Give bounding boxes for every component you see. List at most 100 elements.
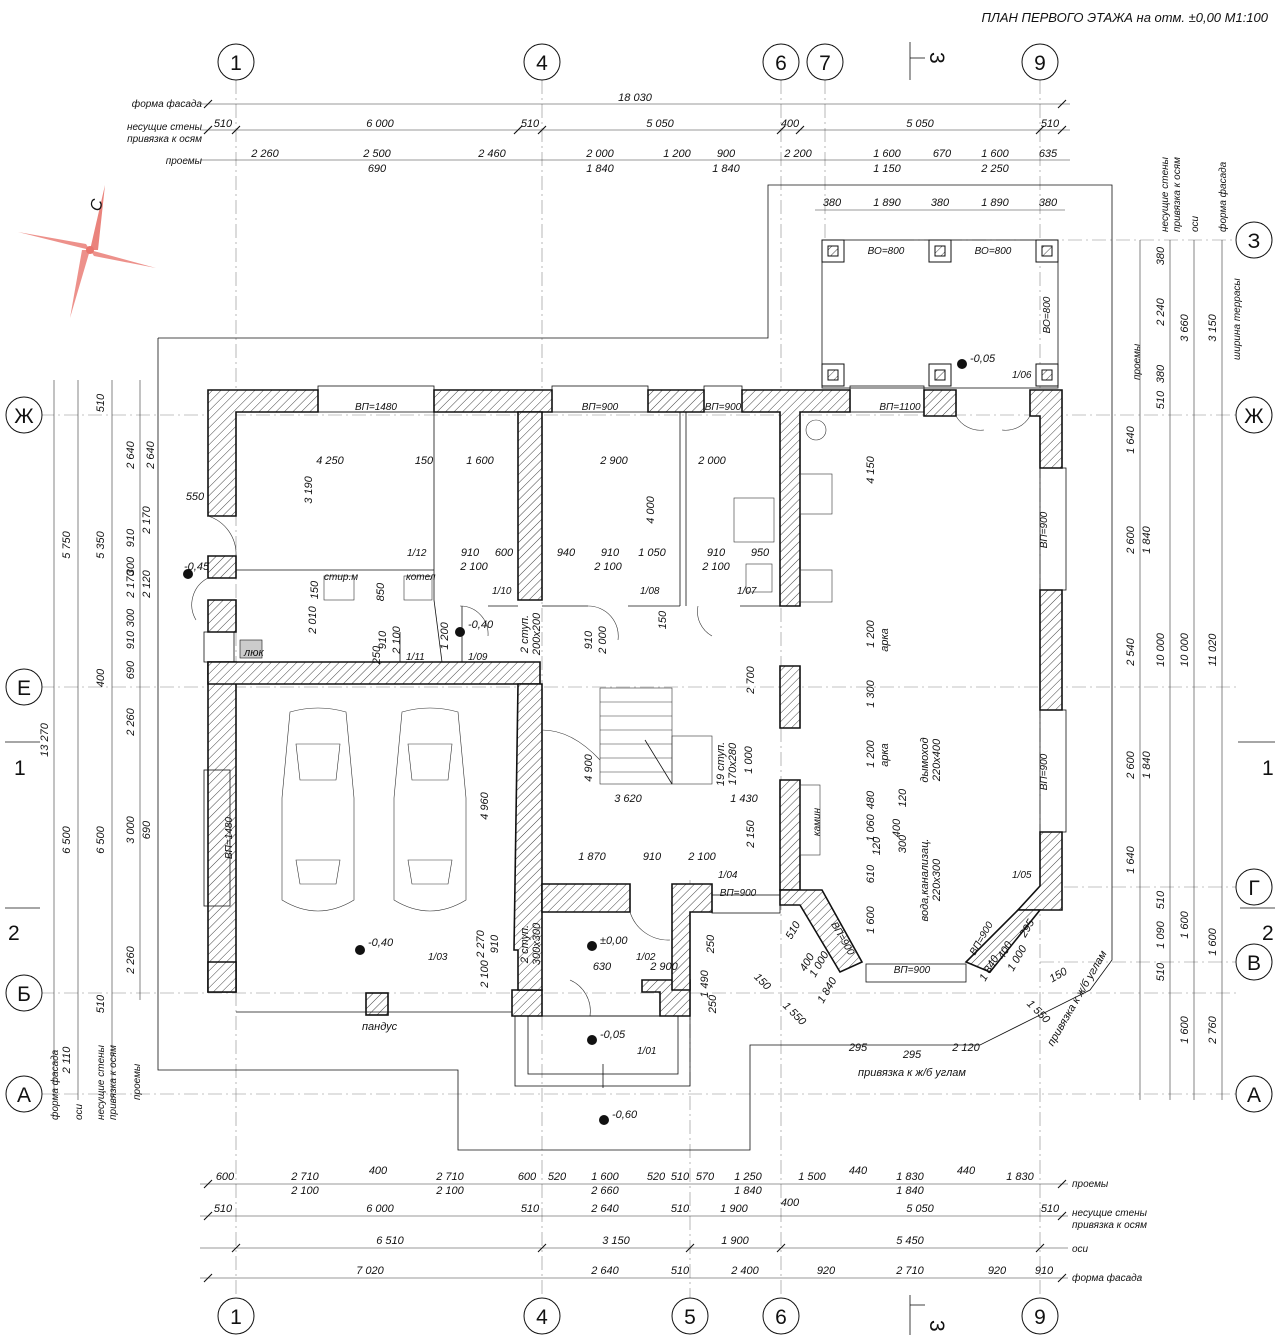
interior-dim-56: 1 490 [699,969,711,997]
interior-dim-8: 910 [461,547,480,559]
opening-vo-3: ВО=800 [1042,296,1053,333]
axis-bottom-9: 9 [1034,1306,1046,1329]
doors [191,415,1031,1017]
left-dimension-lines [53,380,141,1100]
terrace-dim-3: 1 890 [981,197,1009,209]
opening-vp-900-b: ВП=900 [705,402,742,413]
top-opening-dim-6: 1 200 [663,148,691,160]
interior-walls [207,411,1042,1016]
row-label-facade-top: форма фасада [132,98,203,110]
terrace [821,239,1059,389]
bottom-opening-dim-10: 520 [647,1171,666,1183]
top-axis-bubbles: 1 4 6 7 9 [217,43,1059,81]
interior-dim-46: 4 960 [479,791,491,819]
interior-dim-20: 2 010 [307,605,319,634]
interior-dim-9: 600 [495,547,514,559]
interior-dim-2: 1 600 [466,455,494,467]
row-label-walls-top: несущие стены [127,122,203,133]
top-opening-dim-9: 2 200 [783,148,812,160]
interior-dim-34: 1 060 [865,813,877,841]
porch [514,1015,691,1088]
right-opening-dim-0: 1 640 [1125,425,1137,453]
label-steps-a-size: 200х200 [531,612,543,656]
axis-top-6: 6 [775,52,787,75]
axis-left-e: Е [17,677,31,700]
interior-dim-38: 300 [897,834,909,853]
row-label-axes-left: оси [74,1103,85,1120]
interior-dim-1: 150 [415,455,434,467]
interior-dim-50: 2 270 [475,929,487,958]
interior-dim-37: 400 [891,818,903,837]
right-wall-dim-5: 1 600 [1179,910,1191,938]
top-wall-dim-4: 400 [781,118,800,130]
section-3-top: 3 [925,52,948,64]
bottom-facade-dim-3: 2 400 [730,1265,759,1277]
label-main-stair-size: 170х280 [727,742,739,785]
label-steps-b-size: 300х300 [531,922,543,965]
right-wall-dim-1: 2 240 [1155,297,1167,326]
main-stair [541,687,713,785]
bottom-opening-dim-7: 520 [548,1171,567,1183]
axis-right-z: З [1248,230,1261,253]
right-opening-dim-3: 2 540 [1125,637,1137,666]
bottom-opening-dim-1: 2 710 [290,1171,319,1183]
interior-dim-48: 910 [643,851,662,863]
left-axis-dim-10: 300 [125,556,137,575]
right-axis-dim-2: 1 600 [1207,927,1219,955]
interior-dim-47: 1 870 [578,851,606,863]
axis-right-v: В [1247,952,1261,975]
room-1-06: 1/06 [1012,370,1032,381]
interior-dim-58: 510 [784,919,804,942]
section-2-left: 2 [8,922,20,945]
interior-dim-57: 250 [707,994,719,1014]
bottom-opening-dim-5: 2 100 [435,1185,464,1197]
bottom-wall-dim-3: 2 640 [590,1203,619,1215]
row-label-openings-top: проемы [166,156,203,167]
right-opening-dim-7: 510 [1155,890,1167,909]
label-hatch: люк [243,647,264,659]
interior-dim-32: 1 200 [865,739,877,767]
label-pipes: вода,канализац. [919,838,931,921]
bottom-axis-dim-2: 1 900 [721,1235,749,1247]
top-opening-dim-7: 900 [717,148,736,160]
bottom-opening-dim-12: 570 [696,1171,715,1183]
top-wall-dim-1: 6 000 [366,118,394,130]
axis-bottom-4: 4 [536,1306,548,1329]
interior-dim-51: 910 [489,934,501,953]
level-terrace: -0,05 [970,353,996,365]
row-label-binding-right: привязка к осям [1172,157,1183,232]
interior-dim-29: 4 150 [865,455,877,483]
interior-dim-54: 2 900 [649,961,678,973]
room-1-05: 1/05 [1012,870,1032,881]
bottom-facade-dim-0: 7 020 [356,1265,384,1277]
label-rc-corners-diag: привязка к ж/б углам [1045,948,1110,1048]
axis-top-4: 4 [536,52,548,75]
interior-dim-45: 2 150 [745,819,757,848]
interior-dim-27: 150 [309,580,321,599]
right-facade-dim-1: 11 020 [1207,633,1219,667]
label-steps-b: 2 ступ. [519,925,531,964]
bottom-opening-dim-19: 440 [957,1165,976,1177]
bottom-facade-dim-6: 920 [988,1265,1007,1277]
interior-dim-63: 1 550 [780,1000,809,1029]
level-zero: ±0,00 [600,935,628,947]
opening-vp-900-east-2: ВП=900 [1039,753,1050,790]
label-fireplace: камин [812,807,823,836]
row-label-openings-right: проемы [1132,343,1143,380]
top-opening-dim-4: 2 000 [585,148,614,160]
section-marks: 3 3 1 1 2 2 [5,42,1275,1335]
axis-bottom-6: 6 [775,1306,787,1329]
label-steps-a: 2 ступ. [519,615,531,654]
label-washer: стир.м [324,572,358,583]
top-opening-dim-0: 2 260 [250,148,279,160]
interior-dim-55: 250 [705,934,717,954]
terrace-dim-1: 1 890 [873,197,901,209]
axis-right-a: А [1247,1084,1261,1107]
bottom-opening-dim-3: 400 [369,1165,388,1177]
bottom-wall-dim-8: 510 [1041,1203,1060,1215]
bottom-axis-dim-3: 5 450 [896,1235,924,1247]
axis-right-zh: Ж [1244,405,1264,428]
interior-dim-4: 2 000 [697,455,726,467]
top-opening-dim-11: 1 150 [873,163,901,175]
interior-dim-28: 2 700 [745,665,757,694]
